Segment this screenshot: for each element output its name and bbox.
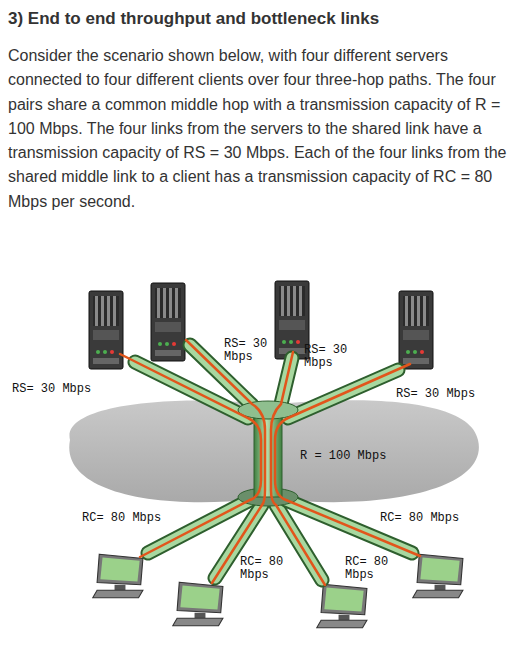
- link-rate-label: RS= 30 Mbps: [304, 344, 354, 370]
- link-rate-label: RC= 80 Mbps: [240, 556, 290, 582]
- link-rate-label: RC= 80 Mbps: [380, 512, 459, 525]
- link-rate-label: RC= 80 Mbps: [82, 512, 161, 525]
- link-rate-label: RS= 30 Mbps: [12, 383, 91, 396]
- question-title: 3) End to end throughput and bottleneck …: [8, 8, 518, 30]
- link-rate-label: RS= 30 Mbps: [396, 388, 475, 401]
- link-rate-label: R = 100 Mbps: [300, 450, 386, 463]
- problem-text: Consider the scenario shown below, with …: [8, 44, 516, 214]
- link-rate-label: RS= 30 Mbps: [224, 338, 274, 364]
- link-rate-label: RC= 80 Mbps: [345, 556, 395, 582]
